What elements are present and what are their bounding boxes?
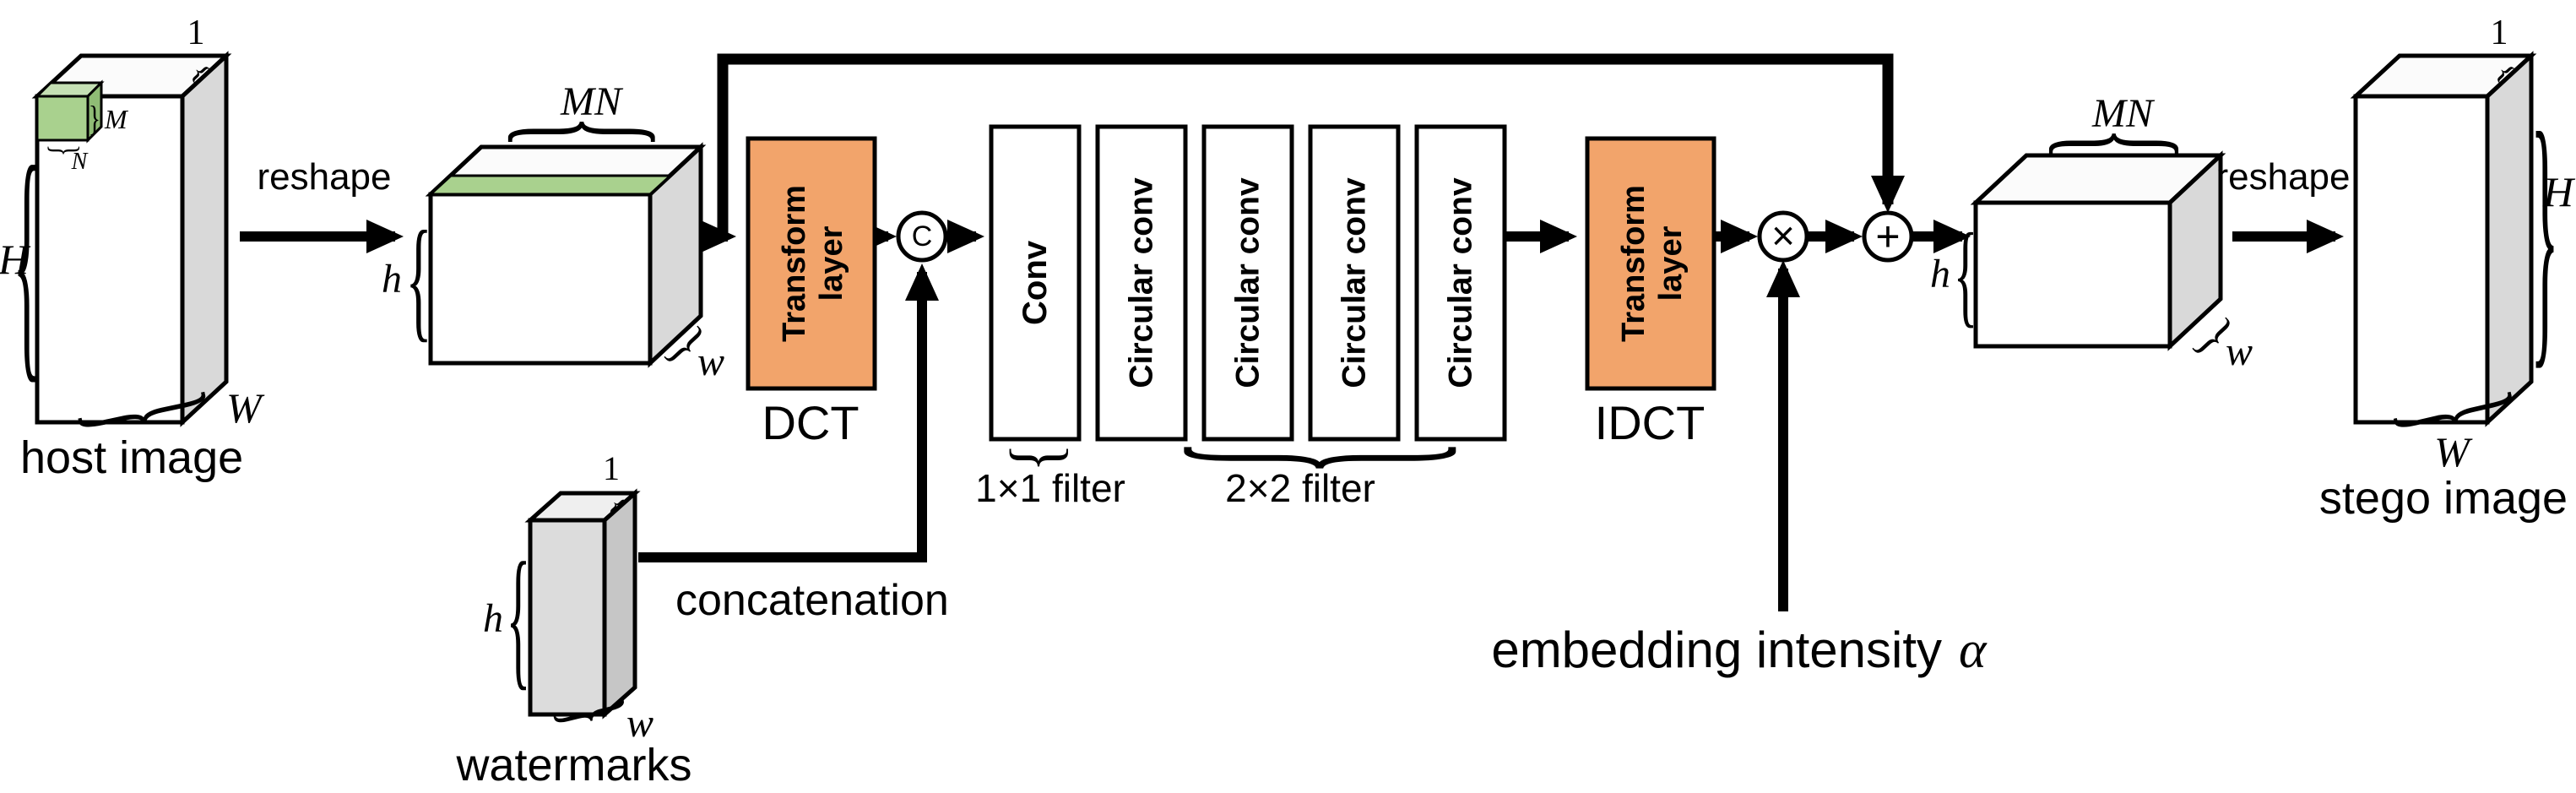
circular-conv-box-4 [1414,124,1507,442]
dct-box [746,136,877,391]
stego-side-face [2485,51,2534,427]
concat-node: C [896,210,948,263]
host-patch-front [35,95,89,142]
circular-conv-box-1 [1095,124,1188,442]
concat-circle [896,210,948,263]
add-circle [1862,210,1914,263]
circular-conv-label-1: Circular conv [1124,177,1160,388]
circular-conv-label-4: Circular conv [1443,177,1479,388]
circular-conv-box-2 [1201,124,1294,442]
host-channel-label: 1 [187,14,205,52]
idct-label-line2: layer [1653,225,1689,301]
conv-label: Conv [1017,240,1054,325]
output-rows-brace: { [2036,128,2209,160]
add-node: + [1862,210,1914,263]
watermark-side-face [602,488,637,720]
patch-height-brace: } [89,98,100,138]
multiply-node: × [1757,210,1809,263]
output-tensor-group: { MN { h { w [1930,91,2253,374]
reshaped-green-row [427,174,674,196]
conv-filter-brace: { [995,443,1074,472]
reshaped-width-label: w [697,339,724,384]
output-width-label: w [2226,329,2253,374]
host-image-caption: host image [20,432,243,483]
reshaped-front-face [428,192,653,366]
watermarks-group: 1 { { h { w watermarks [455,449,691,790]
dct-block: Transform layer DCT [746,136,877,449]
patch-width-label: N [71,149,89,175]
output-rows-label: MN [2091,91,2156,136]
reshaped-height-label: h [382,257,402,301]
multiply-circle [1757,210,1809,263]
reshaped-host-group: { MN { h { w [382,79,724,384]
idct-box [1585,136,1716,391]
stego-image-caption: stego image [2319,473,2568,524]
host-front-face [35,94,185,425]
conv-block: Conv { 1×1 filter [975,124,1125,510]
reshape-right-label: reshape [2215,156,2350,198]
reshaped-rows-brace: { [493,116,690,148]
host-height-brace: { [13,113,41,405]
stego-front-face [2353,94,2490,425]
embedding-intensity-alpha: α [1959,622,1988,679]
patch-height-label: M [104,104,129,134]
host-side-face [180,51,229,427]
concatenation-arrow [638,263,939,562]
watermark-front-face [528,518,607,717]
dct-label-line2: layer [814,225,849,301]
conv-filter-caption: 1×1 filter [975,466,1125,510]
dct-label-line1: Transform [777,185,812,342]
circular-conv-label-3: Circular conv [1337,177,1373,388]
concat-symbol: C [912,220,933,253]
patch-width-brace: { [41,144,83,156]
host-image-group: 1 { { H { W } M { N host image [0,14,265,483]
reshape-left-label: reshape [257,156,391,198]
reshaped-height-brace: { [405,204,431,354]
circular-conv-blocks: Circular conv Circular conv Circular con… [1095,124,1507,510]
stego-image-group: 1 { } H { W stego image [2319,14,2576,524]
stego-height-label: H [2542,168,2576,215]
stego-channel-label: 1 [2491,14,2508,52]
idct-block: Transform layer IDCT [1585,136,1716,449]
watermarks-caption: watermarks [455,740,691,790]
idct-caption: IDCT [1595,396,1706,449]
circular-conv-label-2: Circular conv [1230,177,1266,388]
skip-connection-line [717,53,1905,236]
conv-box [989,124,1082,442]
host-width-label: W [226,384,265,432]
stego-height-brace: } [2530,74,2559,391]
add-symbol: + [1875,213,1900,260]
multiply-symbol: × [1771,215,1795,259]
circular-filter-brace: { [1119,441,1483,475]
output-height-brace: { [1954,209,1978,338]
idct-label-line1: Transform [1616,185,1651,342]
circular-filter-caption: 2×2 filter [1225,466,1375,510]
circular-conv-box-3 [1308,124,1401,442]
dct-caption: DCT [762,396,859,449]
watermark-channel-label: 1 [603,449,620,487]
host-height-label: H [0,236,31,283]
stego-width-label: W [2434,428,2473,475]
embedding-intensity-label: embedding intensity [1491,622,1942,678]
output-front-face [1973,200,2172,349]
watermark-height-label: h [483,596,503,641]
output-height-label: h [1930,252,1950,296]
reshaped-rows-label: MN [560,79,624,124]
watermark-width-label: w [626,701,653,746]
concatenation-label: concatenation [675,576,949,625]
watermark-height-brace: { [507,530,531,703]
